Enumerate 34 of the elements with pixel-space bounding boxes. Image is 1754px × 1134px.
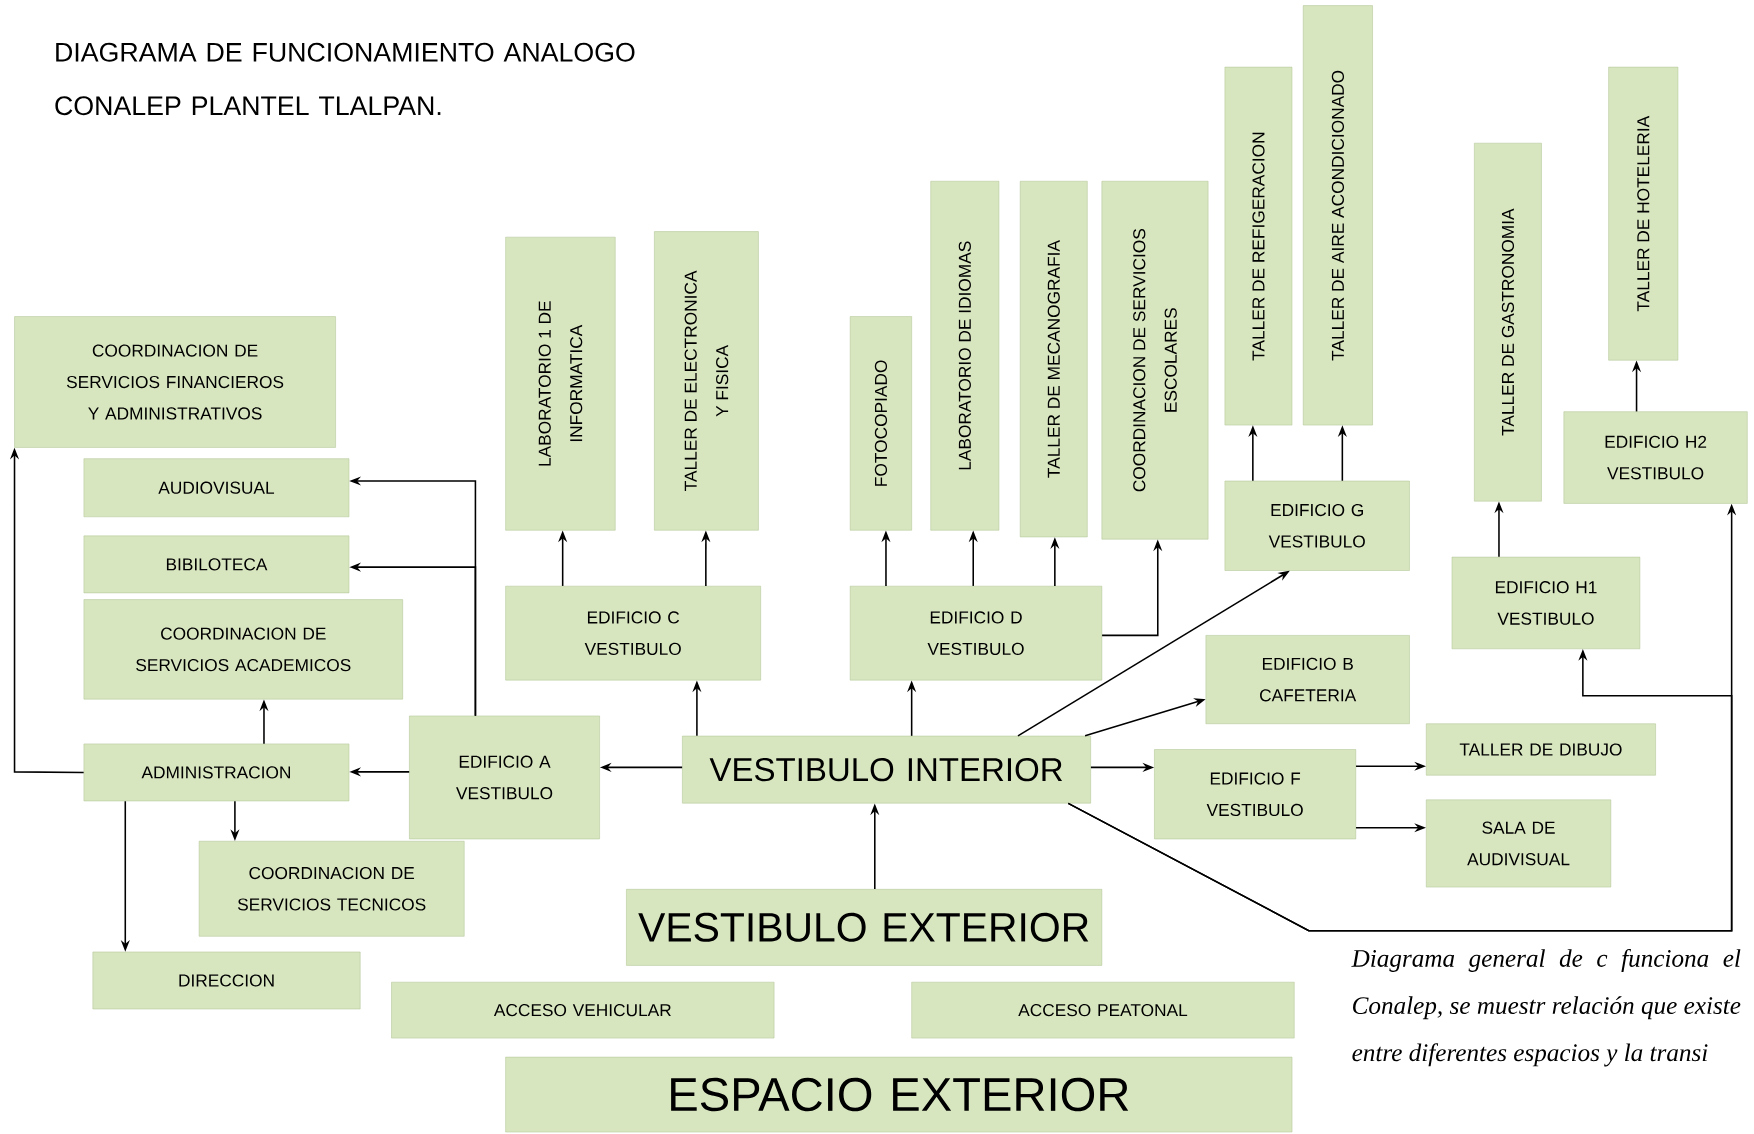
room-box: SALA DE AUDIVISUAL [1426, 799, 1612, 888]
room-box: DIRECCION [92, 951, 361, 1010]
room-box: TALLER DE REFIGERACION [1224, 66, 1293, 426]
room-box: EDIFICIO C VESTIBULO [505, 585, 761, 681]
room-box: LABORATORIO 1 DE INFORMATICA [505, 236, 616, 531]
room-box: COORDINACION DE SERVICIOS FINANCIEROS Y ADMINISTRATIVOS [14, 316, 336, 448]
room-box: EDIFICIO F VESTIBULO [1154, 749, 1356, 840]
room-box: AUDIOVISUAL [83, 458, 350, 517]
room-box: ACCESO VEHICULAR [391, 981, 775, 1039]
room-box: COORDINACION DE SERVICIOS TECNICOS [198, 840, 465, 937]
zone-box: VESTIBULO INTERIOR [682, 735, 1091, 804]
room-box: TALLER DE AIRE ACONDICIONADO [1302, 5, 1373, 426]
zone-box: ESPACIO EXTERIOR [505, 1056, 1293, 1133]
caption: Diagrama general de c funciona el Conalep, se muestr relación que existe entre diferentes espacios y la transi [1351, 948, 1741, 1067]
room-box: FOTOCOPIADO [849, 316, 912, 531]
room-box: TALLER DE DIBUJO [1426, 723, 1656, 776]
room-box: EDIFICIO A VESTIBULO [409, 715, 600, 840]
room-box: EDIFICIO G VESTIBULO [1224, 480, 1410, 571]
room-box: EDIFICIO H2 VESTIBULO [1563, 411, 1748, 504]
room-box: BIBILOTECA [83, 535, 350, 593]
room-box: LABORATORIO DE IDIOMAS [930, 180, 1000, 531]
room-box: EDIFICIO B CAFETERIA [1205, 635, 1410, 724]
title: DIAGRAMA DE FUNCIONAMIENTO ANALOGO CONALEP PLANTEL TLALPAN. [55, 42, 635, 116]
room-box: TALLER DE HOTELERIA [1608, 66, 1679, 361]
room-box: EDIFICIO D VESTIBULO [849, 585, 1103, 681]
room-box: TALLER DE MECANOGRAFIA [1019, 180, 1088, 538]
room-box: EDIFICIO H1 VESTIBULO [1451, 556, 1641, 649]
room-box: TALLER DE GASTRONOMIA [1474, 142, 1542, 502]
room-box: ACCESO PEATONAL [911, 981, 1295, 1039]
room-box: ADMINISTRACION [83, 743, 350, 802]
room-box: COORDINACION DE SERVICIOS ESCOLARES [1101, 180, 1209, 540]
zone-box: VESTIBULO EXTERIOR [626, 888, 1103, 966]
room-box: COORDINACION DE SERVICIOS ACADEMICOS [83, 599, 403, 700]
room-box: TALLER DE ELECTRONICA Y FISICA [654, 231, 759, 531]
